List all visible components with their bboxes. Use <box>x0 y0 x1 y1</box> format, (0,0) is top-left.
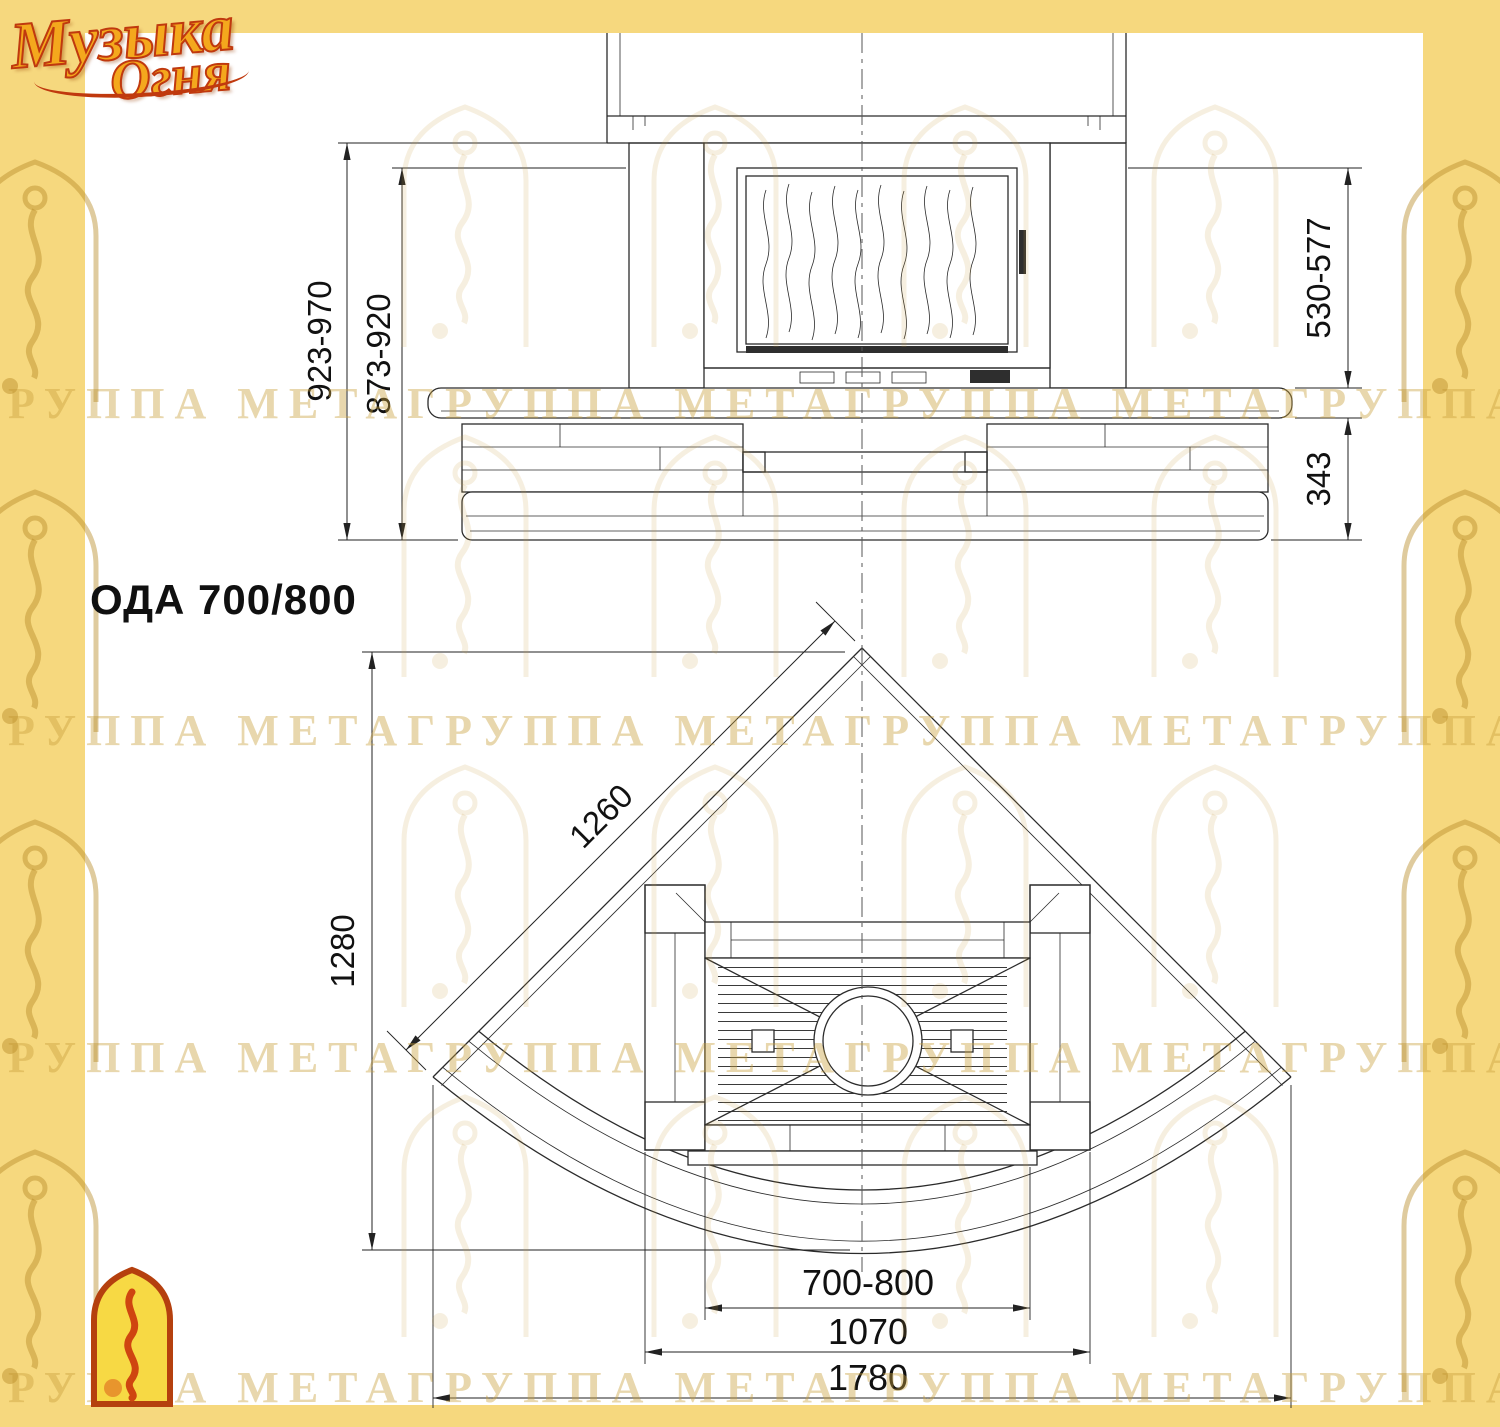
plan-fixing-left <box>751 1029 775 1053</box>
dim-label-base-height: 343 <box>1300 451 1337 506</box>
dim-label-overall-width: 1780 <box>828 1357 908 1398</box>
right-pilaster-hatch <box>1049 142 1127 389</box>
chimney-hood <box>606 33 1127 144</box>
vent-slot <box>799 371 835 384</box>
plan-grate-ring <box>813 986 923 1096</box>
firebox <box>703 142 1051 384</box>
niche-sill <box>742 451 988 473</box>
mascot-logo-icon <box>91 1266 173 1407</box>
firebox-floor-bar <box>746 346 1008 353</box>
dim-label-body-height: 873-920 <box>360 293 397 414</box>
left-pilaster-hatch <box>628 142 705 389</box>
model-title: ОДА 700/800 <box>90 576 357 623</box>
mantel-shelf <box>427 387 1293 419</box>
dim-label-side-edge: 1260 <box>562 777 640 855</box>
plan-fixing-right <box>950 1029 974 1053</box>
ash-drawer <box>970 370 1010 383</box>
door-handle <box>1019 230 1026 274</box>
fireplace-base <box>461 423 1269 541</box>
dim-label-firebox-height: 530-577 <box>1300 217 1337 338</box>
dim-label-depth: 1280 <box>324 914 361 987</box>
plan-firebox-front-bar <box>704 1124 1031 1152</box>
dim-label-total-height: 923-970 <box>301 280 338 401</box>
front-elevation-view <box>427 33 1293 541</box>
plan-firebox <box>675 892 1060 1166</box>
dim-label-body-width: 1070 <box>828 1311 908 1352</box>
vent-slot <box>845 371 881 384</box>
vent-slot <box>891 371 927 384</box>
dim-label-firebox-width: 700-800 <box>802 1262 934 1303</box>
